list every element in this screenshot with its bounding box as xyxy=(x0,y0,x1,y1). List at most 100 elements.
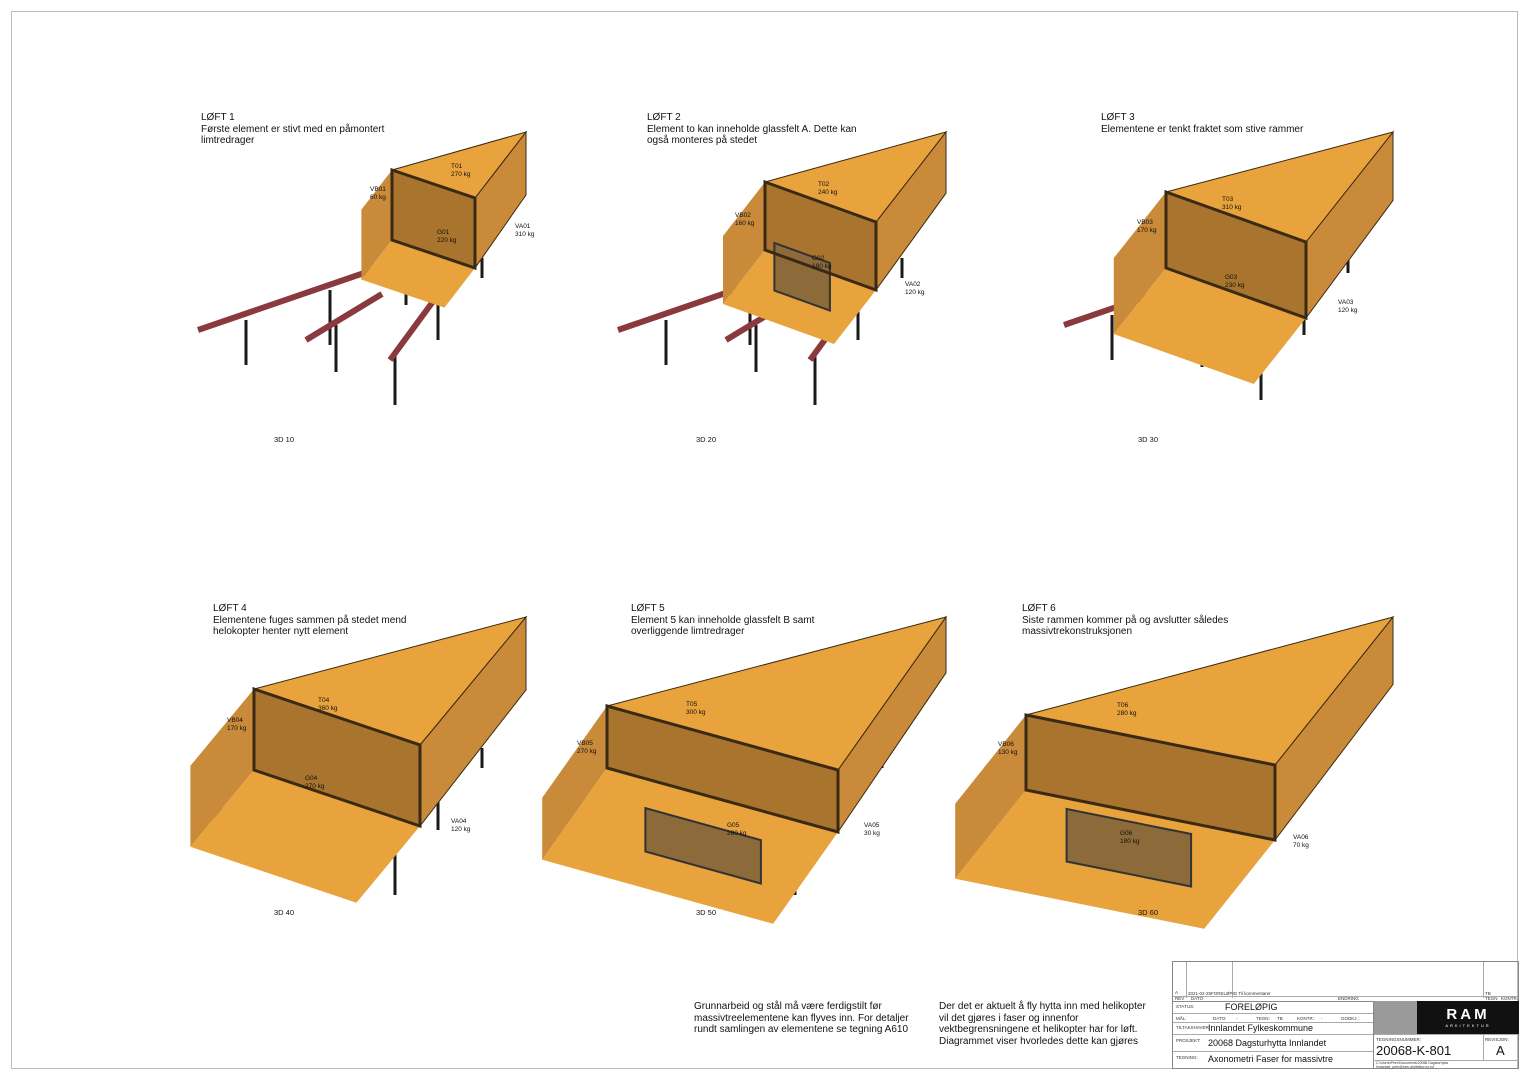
element-weight-tag: VA03 120 kg xyxy=(1338,299,1358,314)
element-weight: 120 kg xyxy=(451,825,471,833)
rev-change: FORELØPIG Til kommentarer xyxy=(1211,991,1271,996)
element-weight-tag: G04 270 kg xyxy=(305,775,325,790)
element-weight: 170 kg xyxy=(227,724,247,732)
element-id: T03 xyxy=(1222,196,1234,203)
element-weight-tag: G05 260 kg xyxy=(727,822,747,837)
note-groundwork: Grunnarbeid og stål må være ferdigstilt … xyxy=(694,1001,909,1035)
element-weight: 220 kg xyxy=(437,236,457,244)
element-id: VB05 xyxy=(577,740,593,747)
note-helicopter: Der det er aktuelt å fly hytta inn med h… xyxy=(939,1001,1146,1047)
element-id: G04 xyxy=(305,775,318,782)
element-weight-tag: G02 180 kg xyxy=(812,255,832,270)
rev-value: A xyxy=(1175,990,1179,995)
drawing-number-label: TEGNINGSNUMMER: xyxy=(1376,1037,1421,1042)
lift-description: Siste rammen kommer på og avslutter såle… xyxy=(1022,614,1229,638)
lift-title: LØFT 2 xyxy=(647,112,681,123)
element-weight: 60 kg xyxy=(370,193,386,201)
element-id: G01 xyxy=(437,229,450,236)
element-weight-tag: VA05 30 kg xyxy=(864,822,880,837)
view-caption: 3D 40 xyxy=(274,908,295,917)
client-label: TILTAKSHAVER: xyxy=(1176,1025,1211,1030)
lift-description: Element 5 kan inneholde glassfelt B samt… xyxy=(631,614,815,638)
element-weight-tag: G06 180 kg xyxy=(1120,830,1140,845)
view-caption: 3D 10 xyxy=(274,435,295,444)
panel-heading: LØFT 2 Element to kan inneholde glassfel… xyxy=(647,112,857,147)
left-wall xyxy=(955,715,1026,879)
rev-drawn-by: TB xyxy=(1485,991,1491,996)
lift-description: Elementene er tenkt fraktet som stive ra… xyxy=(1101,123,1304,135)
element-id: VB01 xyxy=(370,186,386,193)
element-id: G03 xyxy=(1225,274,1238,281)
lift-title: LØFT 5 xyxy=(631,603,665,614)
element-weight: 120 kg xyxy=(1338,306,1358,314)
element-id: VA01 xyxy=(515,223,531,230)
element-weight-tag: T01 270 kg xyxy=(451,163,471,178)
floor xyxy=(361,240,475,308)
panel-heading: LØFT 3 Elementene er tenkt fraktet som s… xyxy=(1101,112,1303,135)
revision-value: A xyxy=(1496,1043,1505,1058)
left-wall xyxy=(361,170,392,280)
element-weight: 180 kg xyxy=(1120,837,1140,845)
element-weight-tag: T02 240 kg xyxy=(818,181,838,196)
title-block: A 2021-02-25 FORELØPIG Til kommentarer T… xyxy=(1172,961,1519,1069)
element-weight-tag: VB02 160 kg xyxy=(735,212,755,227)
view-caption: 3D 20 xyxy=(696,435,717,444)
header-checked: KONTR. xyxy=(1501,996,1519,1001)
element-weight: 120 kg xyxy=(905,288,925,296)
element-id: VA03 xyxy=(1338,299,1354,306)
element-weight: 260 kg xyxy=(727,829,747,837)
element-weight-tag: VB01 60 kg xyxy=(370,186,386,201)
header-rev: REV xyxy=(1175,996,1185,1001)
element-weight: 360 kg xyxy=(318,704,338,712)
status-label: STATUS: xyxy=(1176,1004,1195,1009)
revision-label: REVISJON: xyxy=(1485,1037,1509,1042)
steel-beam xyxy=(304,291,384,343)
front-frame xyxy=(763,179,878,293)
element-weight: 270 kg xyxy=(305,782,325,790)
panel-heading: LØFT 1 Første element er stivt med en på… xyxy=(201,112,384,147)
element-weight-tag: T03 310 kg xyxy=(1222,196,1242,211)
scale-label: MÅL: xyxy=(1176,1016,1187,1021)
element-id: VB04 xyxy=(227,717,243,724)
front-frame xyxy=(252,686,422,829)
element-weight-tag: G01 220 kg xyxy=(437,229,457,244)
element-weight: 70 kg xyxy=(1293,841,1309,849)
glass-panel xyxy=(1065,807,1193,888)
project-value: 20068 Dagsturhytta Innlandet xyxy=(1208,1038,1327,1048)
approved-label: GODKJ.: xyxy=(1341,1016,1360,1021)
header-date: DATO xyxy=(1191,996,1204,1001)
element-id: T01 xyxy=(451,163,463,170)
view-caption: 3D 60 xyxy=(1138,908,1159,917)
element-weight-tag: VB06 130 kg xyxy=(998,741,1018,756)
panel-heading: LØFT 6 Siste rammen kommer på og avslutt… xyxy=(1022,603,1228,638)
drawing-label: TEGNING: xyxy=(1176,1055,1198,1060)
drawing-title: Axonometri Faser for massivtre xyxy=(1208,1054,1334,1064)
element-id: VA06 xyxy=(1293,834,1309,841)
element-weight-tag: VA01 310 kg xyxy=(515,223,535,238)
element-id: G06 xyxy=(1120,830,1133,837)
date-label: DATO: xyxy=(1213,1016,1227,1021)
element-weight: 130 kg xyxy=(998,748,1018,756)
panel-heading: LØFT 4 Elementene fuges sammen på stedet… xyxy=(213,603,406,638)
element-weight: 280 kg xyxy=(1117,709,1137,717)
left-wall xyxy=(1113,192,1166,334)
panel-heading: LØFT 5 Element 5 kan inneholde glassfelt… xyxy=(631,603,814,638)
interior xyxy=(1026,715,1275,840)
element-weight: 270 kg xyxy=(451,170,471,178)
element-weight-tag: T06 280 kg xyxy=(1117,702,1137,717)
element-weight-tag: VB05 270 kg xyxy=(577,740,597,755)
interior xyxy=(254,689,420,826)
element-weight-tag: G03 230 kg xyxy=(1225,274,1245,289)
office-address-box xyxy=(1374,1001,1417,1034)
element-weight-tag: VA04 120 kg xyxy=(451,818,471,833)
interior xyxy=(1166,192,1306,318)
element-weight: 310 kg xyxy=(1222,203,1242,211)
element-weight: 270 kg xyxy=(577,747,597,755)
element-weight: 240 kg xyxy=(818,188,838,196)
lift-title: LØFT 6 xyxy=(1022,603,1056,614)
drawing-number: 20068-K-801 xyxy=(1376,1043,1452,1058)
file-path: C:\Users\Peer\Documents\20068 Dagsturhyt… xyxy=(1376,1061,1449,1069)
ram-logo: RAM ARKITEKTUR xyxy=(1417,1001,1519,1034)
left-wall xyxy=(723,182,765,304)
